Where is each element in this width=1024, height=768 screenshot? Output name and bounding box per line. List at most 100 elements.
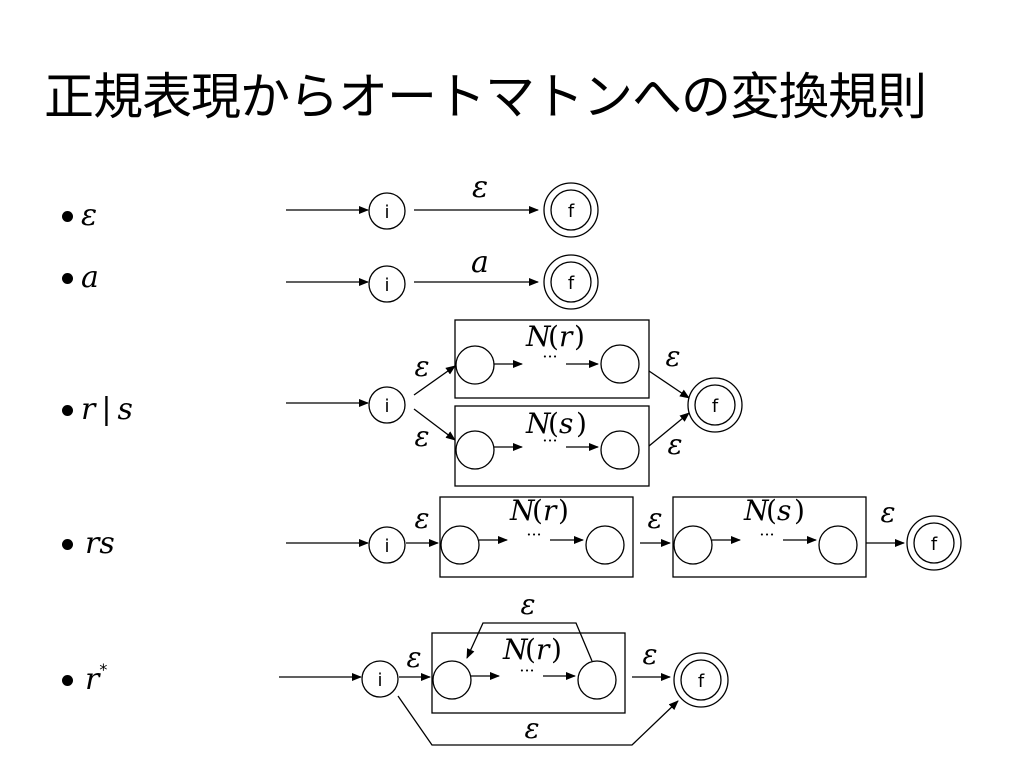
ns-N: N — [525, 407, 552, 440]
nr-open: ( — [525, 633, 536, 666]
diagram-union: i N ( r ) ··· N ( s ) ··· ε ε ε ε f — [286, 319, 743, 487]
epsilon-bypass — [397, 695, 679, 746]
nr-close: ) — [558, 494, 569, 527]
ns-box — [672, 496, 867, 578]
nr-N: N — [525, 320, 552, 353]
rule-star: r* — [62, 650, 108, 697]
final-state-inner — [913, 522, 955, 564]
ns-close: ) — [576, 407, 587, 440]
start-state — [368, 192, 406, 230]
rule-epsilon: ε — [62, 196, 97, 236]
rule-union: r|s — [62, 390, 133, 430]
nr-ellipsis: ··· — [519, 661, 534, 680]
nr-arg: r — [536, 633, 551, 666]
epsilon-edge-i-ns — [413, 408, 456, 441]
nr-arg: r — [543, 494, 558, 527]
epsilon-label: ε — [524, 712, 539, 745]
ns-close: ) — [794, 494, 805, 527]
bullet-dot — [62, 273, 73, 284]
epsilon-label: ε — [414, 420, 429, 453]
start-state — [368, 526, 406, 564]
ns-arg: s — [777, 494, 791, 527]
rule-label: rs — [85, 526, 115, 561]
ns-end-state — [600, 430, 640, 470]
rule-label: r — [85, 662, 100, 697]
epsilon-label: ε — [520, 588, 535, 621]
ns-ellipsis: ··· — [542, 431, 557, 450]
ns-ellipsis: ··· — [759, 525, 774, 544]
final-state-outer — [543, 254, 599, 310]
final-state-inner — [550, 189, 592, 231]
epsilon-label: ε — [472, 170, 488, 205]
ns-open: ( — [548, 407, 559, 440]
epsilon-label: ε — [414, 350, 429, 383]
ns-end-state — [818, 525, 858, 565]
epsilon-edge-i-nr — [413, 365, 456, 396]
rule-concat: rs — [62, 524, 115, 564]
nr-N: N — [502, 633, 529, 666]
nr-end-state — [600, 344, 640, 384]
final-state-inner — [680, 659, 722, 701]
final-state-inner — [550, 261, 592, 303]
final-state-outer — [906, 515, 962, 571]
nr-start-state — [455, 345, 495, 385]
epsilon-label: ε — [880, 496, 895, 529]
nr-end-state — [577, 660, 617, 700]
diagram-concat: i ε N ( r ) ··· ε N ( s ) ··· ε f — [286, 494, 962, 578]
nr-box — [431, 632, 626, 714]
nr-start-state — [432, 660, 472, 700]
bullet-dot — [62, 675, 73, 686]
bullet-dot — [62, 405, 73, 416]
ns-start-state — [673, 525, 713, 565]
epsilon-label: ε — [647, 502, 662, 535]
final-state-label: f — [931, 534, 938, 555]
start-state-label: i — [384, 536, 389, 557]
epsilon-loop-back — [466, 622, 593, 662]
rule-label-s: s — [117, 392, 133, 427]
rule-label: ε — [81, 198, 98, 233]
final-state-outer — [543, 182, 599, 238]
start-state — [368, 386, 406, 424]
final-state-outer — [687, 377, 743, 433]
bullet-dot — [62, 539, 73, 550]
final-state-inner — [694, 384, 736, 426]
epsilon-label: ε — [667, 428, 682, 461]
nr-open: ( — [548, 320, 559, 353]
page-title: 正規表現からオートマトンへの変換規則 — [44, 68, 927, 126]
nr-close: ) — [551, 633, 562, 666]
diagram-star: i ε N ( r ) ··· ε ε f ε — [279, 588, 729, 746]
epsilon-edge-nr-f — [648, 370, 690, 399]
nr-N: N — [509, 494, 536, 527]
rule-label-sup: * — [99, 660, 108, 679]
nr-ellipsis: ··· — [526, 525, 541, 544]
start-state-label: i — [377, 670, 382, 691]
rule-symbol: a — [62, 258, 99, 298]
epsilon-label: ε — [406, 641, 421, 674]
nr-arg: r — [559, 320, 574, 353]
final-state-label: f — [712, 396, 719, 417]
nr-open: ( — [532, 494, 543, 527]
epsilon-label: ε — [642, 638, 657, 671]
symbol-label: a — [471, 245, 489, 280]
rule-label-r: r — [81, 392, 96, 427]
rule-label: a — [81, 260, 99, 295]
final-state-outer — [673, 652, 729, 708]
start-state-label: i — [384, 202, 389, 223]
start-state-label: i — [384, 275, 389, 296]
start-state — [361, 660, 399, 698]
epsilon-edge-ns-f — [648, 412, 690, 447]
start-state-label: i — [384, 396, 389, 417]
nr-box — [454, 319, 650, 399]
ns-arg: s — [559, 407, 573, 440]
ns-start-state — [455, 430, 495, 470]
rule-label-bar: | — [101, 392, 112, 427]
nr-end-state — [585, 525, 625, 565]
ns-N: N — [743, 494, 770, 527]
nr-close: ) — [574, 320, 585, 353]
nr-start-state — [440, 525, 480, 565]
nr-ellipsis: ··· — [542, 347, 557, 366]
final-state-label: f — [568, 273, 575, 294]
diagram-symbol: i a f — [286, 245, 599, 310]
ns-open: ( — [766, 494, 777, 527]
